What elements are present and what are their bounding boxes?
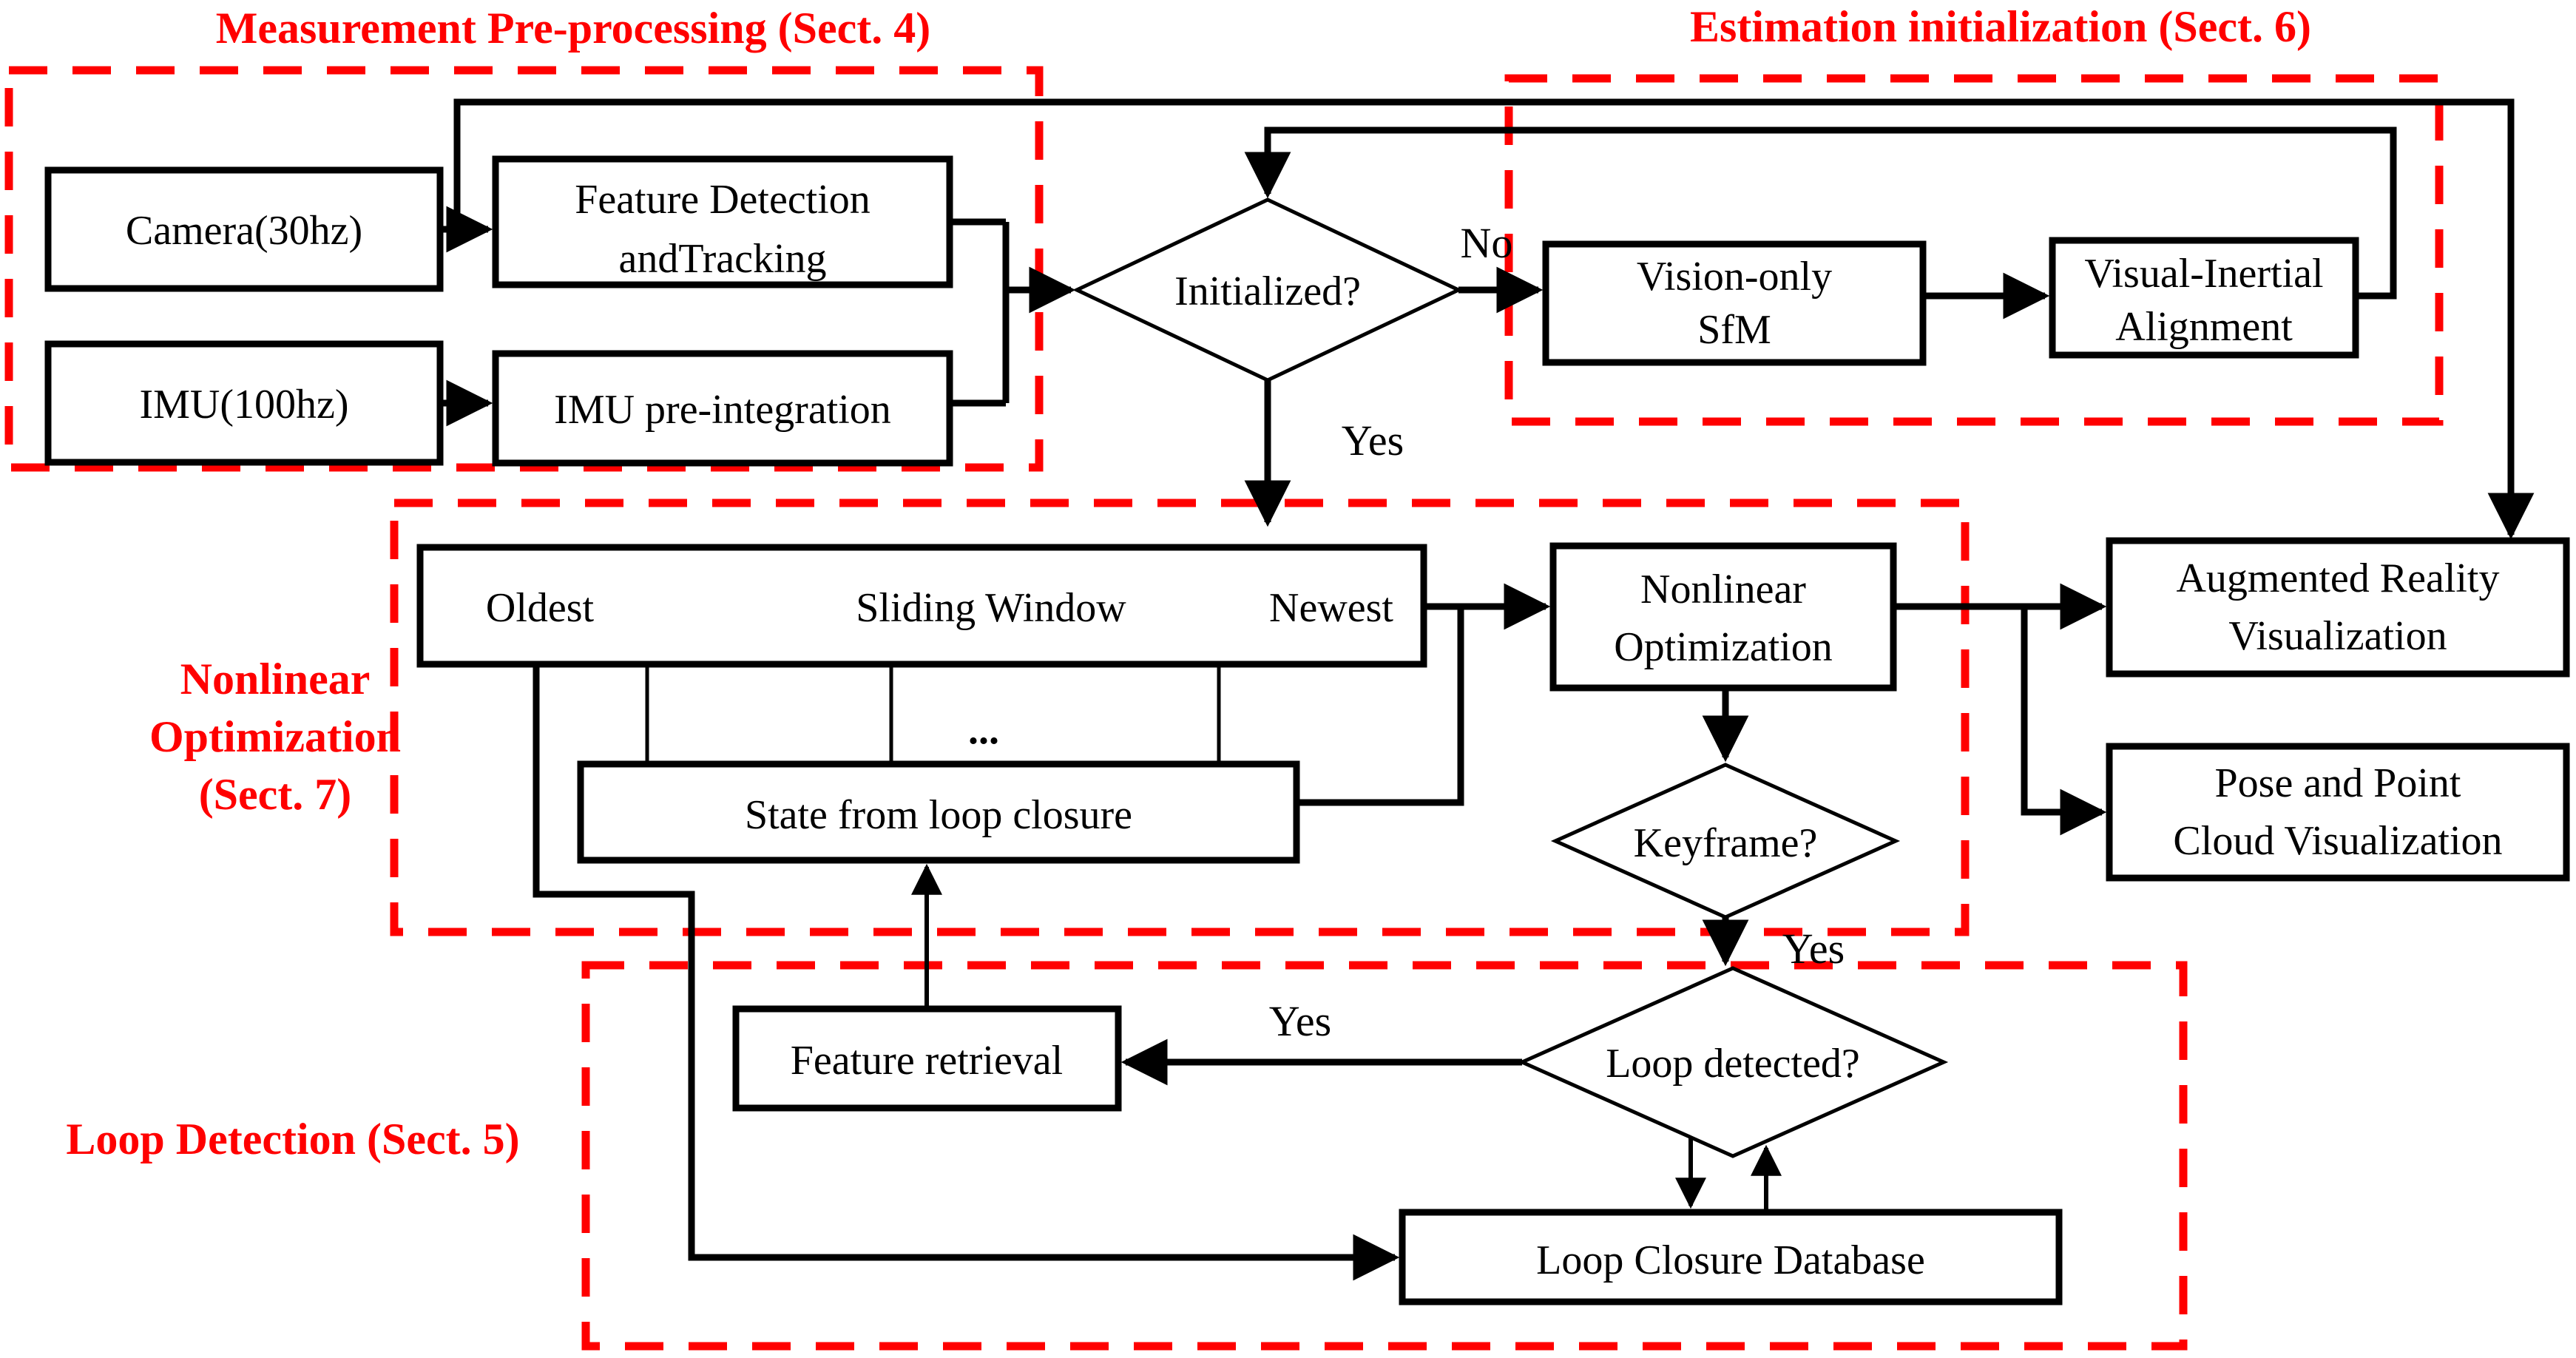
section-title-loop-detection: Loop Detection (Sect. 5) <box>66 1115 519 1163</box>
section-title-nonlinear-1: Nonlinear <box>180 655 371 703</box>
section-estimation-initialization <box>1504 74 2444 426</box>
label-pose-point-cloud-2: Cloud Visualization <box>2173 818 2502 864</box>
section-title-estimation: Estimation initialization (Sect. 6) <box>1690 2 2311 51</box>
edge-state-join-to-optimization-input <box>1297 607 1464 806</box>
edge-alignment-loopback-to-initialized <box>1244 126 2397 300</box>
label-imu: IMU(100hz) <box>139 382 348 428</box>
node-loop-closure-database <box>1399 1209 2063 1305</box>
label-visual-inertial-2: Alignment <box>2115 304 2293 350</box>
node-feature-retrieval <box>732 1005 1122 1112</box>
section-title-nonlinear-3: (Sect. 7) <box>199 770 352 819</box>
label-loop-closure-database: Loop Closure Database <box>1536 1237 1925 1283</box>
label-feature-detection-2: andTracking <box>618 236 826 282</box>
label-vision-only-sfm-1: Vision-only <box>1637 254 1832 300</box>
node-camera <box>44 166 444 292</box>
label-pose-point-cloud-1: Pose and Point <box>2215 760 2461 806</box>
edge-branch-to-pose-cloud <box>2021 607 2107 836</box>
label-loop-detected: Loop detected? <box>1606 1041 1860 1087</box>
section-title-nonlinear-2: Optimization <box>149 712 401 761</box>
label-keyframe: Keyframe? <box>1634 820 1818 866</box>
node-visual-inertial-alignment <box>2049 237 2359 359</box>
label-state-from-loop-closure: State from loop closure <box>745 792 1132 838</box>
edge-label-keyframe-yes: Yes <box>1782 925 1845 973</box>
section-loop-detection <box>581 961 2188 1351</box>
node-feature-detection <box>492 155 953 288</box>
node-imu-preintegration <box>492 350 953 467</box>
node-sliding-window <box>416 544 1427 668</box>
node-vision-only-sfm <box>1542 240 1927 366</box>
section-nonlinear-optimization <box>390 499 1970 936</box>
edge-label-initialized-yes: Yes <box>1342 416 1404 465</box>
label-sliding-window-newest: Newest <box>1269 585 1393 631</box>
label-augmented-reality-1: Augmented Reality <box>2176 555 2499 601</box>
node-pose-point-cloud <box>2106 743 2570 882</box>
decision-initialized <box>1072 197 1463 382</box>
label-vision-only-sfm-2: SfM <box>1697 307 1771 353</box>
node-imu <box>44 340 444 466</box>
section-title-measurement: Measurement Pre-processing (Sect. 4) <box>216 4 930 53</box>
decision-loop-detected <box>1517 966 1949 1158</box>
node-augmented-reality <box>2106 537 2570 678</box>
label-feature-retrieval: Feature retrieval <box>791 1038 1063 1084</box>
label-sliding-window-title: Sliding Window <box>856 585 1126 631</box>
label-nonlinear-opt-1: Nonlinear <box>1640 567 1806 612</box>
label-sliding-window-ellipsis: ... <box>968 707 999 753</box>
label-sliding-window-oldest: Oldest <box>486 585 595 631</box>
edge-label-loop-detected-yes: Yes <box>1269 997 1331 1045</box>
label-nonlinear-opt-2: Optimization <box>1614 624 1833 670</box>
decision-keyframe <box>1550 763 1901 919</box>
label-augmented-reality-2: Visualization <box>2228 613 2447 659</box>
label-imu-preintegration: IMU pre-integration <box>554 387 891 433</box>
node-state-from-loop-closure <box>577 760 1300 864</box>
label-initialized: Initialized? <box>1174 268 1361 314</box>
label-visual-inertial-1: Visual-Inertial <box>2084 251 2323 297</box>
edge-label-initialized-no: No <box>1461 219 1513 267</box>
edge-camera-feed-to-ar-visualization <box>453 98 2535 540</box>
label-camera: Camera(30hz) <box>126 208 362 254</box>
label-feature-detection-1: Feature Detection <box>575 177 871 223</box>
edge-oldest-to-loop-database <box>533 664 1400 1281</box>
node-nonlinear-optimization <box>1549 542 1897 692</box>
